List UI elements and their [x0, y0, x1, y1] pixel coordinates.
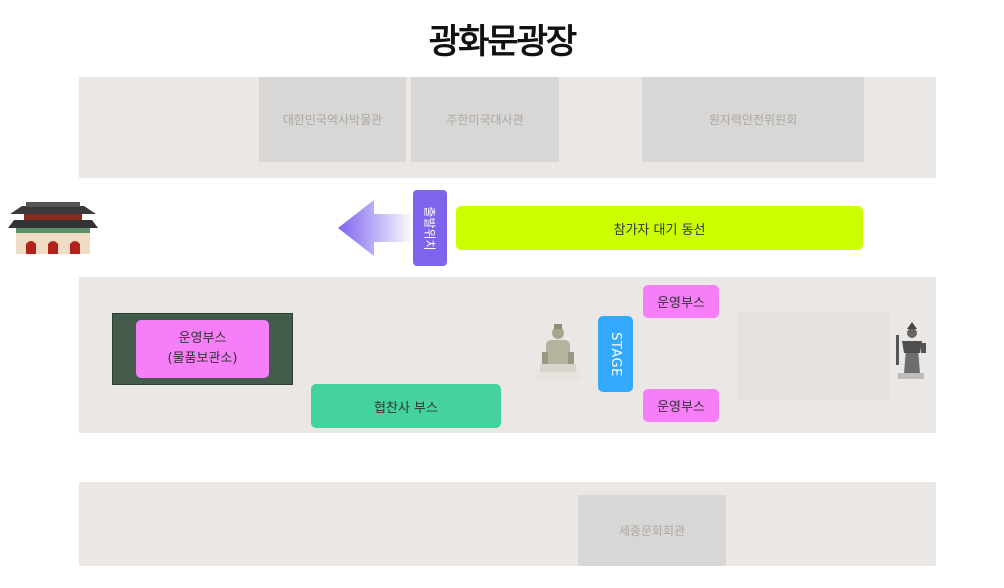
- plaza-open-area: [737, 312, 889, 400]
- participant-waiting-line: 참가자 대기 동선: [456, 206, 863, 250]
- operation-booth-storage: 운영부스 (물품보관소): [136, 320, 269, 378]
- bottom-street-band: [79, 482, 936, 566]
- stage: STAGE: [598, 316, 633, 392]
- start-location-label: 출발위치: [422, 205, 437, 251]
- gwanghwamun-gate-icon: [8, 202, 98, 254]
- arrow-left-icon: [338, 200, 414, 256]
- stage-label: STAGE: [608, 331, 624, 377]
- king-sejong-statue-icon: [534, 324, 582, 380]
- booth-label-line1: 운영부스: [178, 331, 227, 346]
- sponsor-booth: 협찬사 부스: [311, 384, 501, 428]
- operation-booth-bottom: 운영부스: [643, 389, 719, 422]
- building-embassy: 주한미국대사관: [411, 77, 559, 162]
- building-museum: 대한민국역사박물관: [259, 77, 406, 162]
- admiral-yi-statue-icon: [896, 322, 926, 379]
- booth-label-line2: (물품보관소): [167, 351, 238, 366]
- building-sejong-center: 세종문화회관: [578, 495, 726, 566]
- building-nuclear-commission: 원자력안전위원회: [642, 77, 864, 162]
- start-location-marker: 출발위치: [413, 190, 447, 266]
- operation-booth-top: 운영부스: [643, 285, 719, 318]
- page-title: 광화문광장: [428, 22, 577, 62]
